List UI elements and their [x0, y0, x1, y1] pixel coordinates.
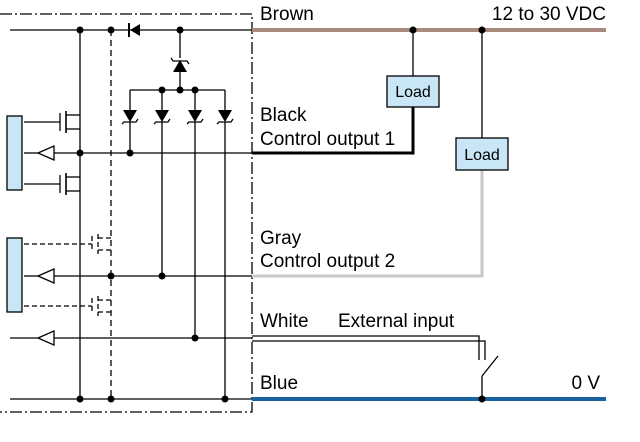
junction-dots [76, 26, 229, 403]
blue-label: Blue [260, 373, 298, 394]
brown-label: Brown [260, 4, 314, 25]
output2-transistors [24, 234, 111, 316]
connector-block-output2 [6, 237, 23, 313]
load-1-label: Load [395, 84, 431, 101]
gray-label: Gray [260, 228, 302, 249]
black-wire [252, 107, 415, 155]
load-2-label: Load [464, 147, 500, 164]
supply-positive-label: 12 to 30 VDC [492, 4, 606, 25]
reverse-diode [130, 24, 140, 36]
output1-transistors [24, 111, 80, 195]
gray-sublabel: Control output 2 [260, 251, 395, 272]
zener-diode [173, 60, 187, 72]
white-wire [252, 335, 486, 360]
load-1: Load [386, 75, 440, 108]
black-sublabel: Control output 1 [260, 129, 395, 150]
white-sublabel: External input [338, 311, 455, 332]
connector-block-output1 [6, 115, 23, 191]
housing-outline [0, 13, 253, 413]
protection-diodes [121, 110, 234, 125]
load-2: Load [455, 137, 509, 171]
gray-wire [252, 170, 484, 278]
input-switch [481, 355, 499, 377]
internal-circuit [0, 13, 253, 413]
supply-negative-label: 0 V [571, 373, 600, 394]
black-label: Black [260, 105, 307, 126]
white-label: White [260, 311, 309, 332]
